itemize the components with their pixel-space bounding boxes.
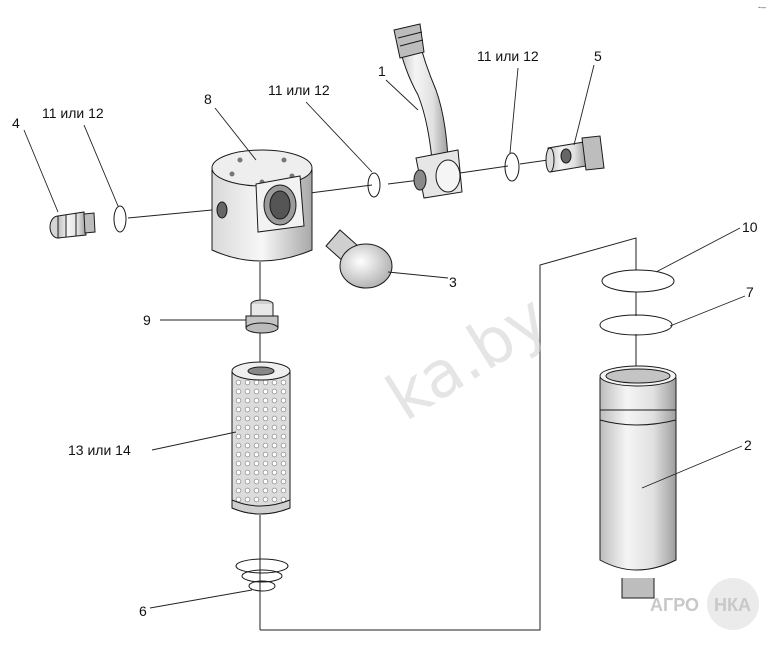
seal-ring-left bbox=[113, 205, 127, 233]
label-part-8: 8 bbox=[204, 91, 212, 107]
label-filter-13-14: 13 или 14 bbox=[68, 442, 131, 458]
label-seal-b: 11 или 12 bbox=[268, 82, 330, 98]
label-part-6: 6 bbox=[139, 603, 147, 619]
indicator-bulb-part-3 bbox=[325, 229, 393, 289]
watermark-text: ka.by bbox=[374, 281, 561, 436]
label-part-1: 1 bbox=[378, 63, 386, 79]
filter-bowl-part-2 bbox=[599, 365, 677, 599]
o-ring-part-7 bbox=[599, 314, 673, 336]
logo-text-right: НКА bbox=[714, 595, 751, 615]
leader-lines bbox=[23, 64, 746, 609]
banjo-bolt-part-5 bbox=[545, 135, 605, 173]
agronka-logo: АГРО НКА bbox=[650, 578, 759, 630]
logo-text-left: АГРО bbox=[650, 595, 699, 615]
label-seal-c: 11 или 12 bbox=[477, 48, 539, 64]
fitting-part-4 bbox=[49, 211, 96, 239]
seal-ring-center bbox=[367, 172, 381, 198]
label-part-7: 7 bbox=[746, 284, 754, 300]
pipe-assembly-part-1 bbox=[393, 23, 463, 199]
label-part-2: 2 bbox=[744, 437, 752, 453]
nipple-part-9 bbox=[245, 299, 279, 334]
filter-element-13-14 bbox=[231, 361, 291, 515]
label-part-10: 10 bbox=[742, 219, 758, 235]
spring-part-6 bbox=[235, 558, 289, 592]
label-part-5: 5 bbox=[594, 48, 602, 64]
seal-ring-right bbox=[504, 152, 520, 182]
label-seal-a: 11 или 12 bbox=[42, 105, 104, 121]
filter-head-part-8 bbox=[211, 149, 313, 262]
label-part-4: 4 bbox=[12, 115, 20, 131]
o-ring-part-10 bbox=[601, 269, 675, 293]
assembly-axis-lines bbox=[127, 159, 637, 631]
label-part-3: 3 bbox=[449, 274, 457, 290]
label-part-9: 9 bbox=[143, 312, 151, 328]
corner-mark: -– bbox=[758, 2, 766, 12]
